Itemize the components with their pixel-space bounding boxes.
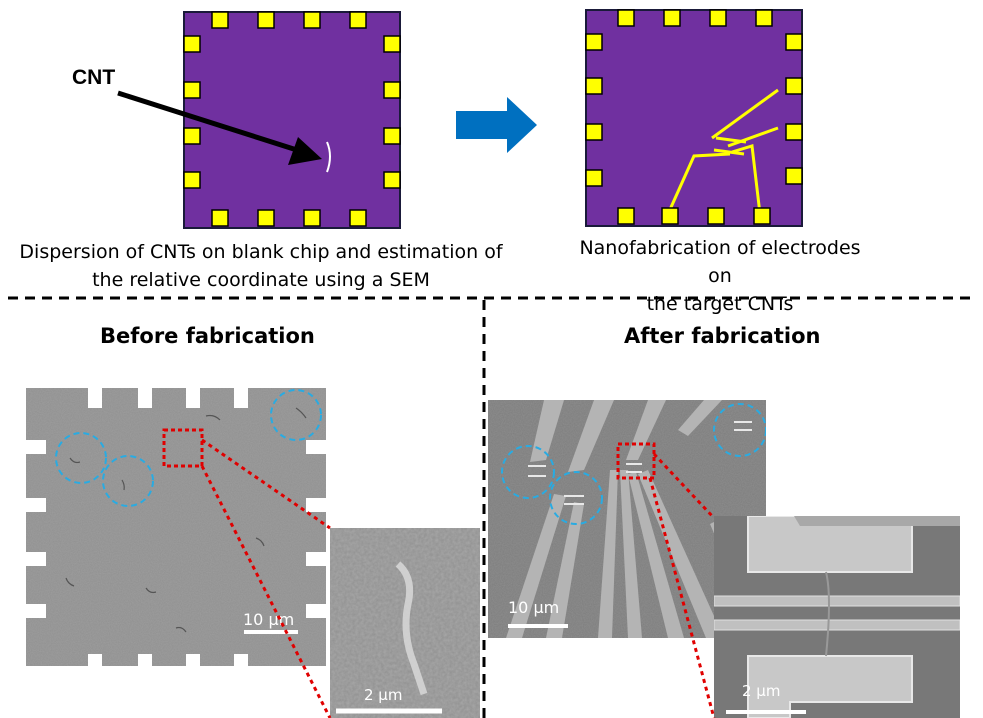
blank-chip-diagram: [183, 11, 401, 229]
after-scale-label: 10 μm: [508, 598, 560, 617]
before-title: Before fabrication: [100, 324, 315, 348]
left-caption-line1: Dispersion of CNTs on blank chip and est…: [19, 241, 503, 263]
before-sem-image: [26, 388, 326, 668]
lower-electrode: [747, 655, 913, 718]
before-zoom-image: [330, 528, 480, 718]
chip-body: [585, 9, 803, 227]
left-caption: Dispersion of CNTs on blank chip and est…: [0, 238, 522, 294]
contact-pads: [585, 9, 803, 225]
center-rail-top: [714, 595, 960, 607]
upper-electrode-feed: [794, 516, 960, 526]
highlight-circle: [713, 403, 766, 457]
highlight-circle: [270, 389, 322, 441]
highlight-circle: [501, 445, 555, 499]
cnt-specks: [65, 407, 307, 633]
after-zoom-scale-label: 2 μm: [742, 682, 781, 700]
fabricated-chip-diagram: [585, 9, 803, 227]
left-caption-line2: the relative coordinate using a SEM: [92, 269, 430, 291]
right-caption-line1: Nanofabrication of electrodes on: [579, 237, 861, 287]
highlight-circle: [102, 455, 154, 507]
electrode-gaps: [528, 421, 752, 505]
pad-notches: [26, 388, 326, 668]
highlight-circle: [55, 432, 107, 484]
before-zoom-scale-label: 2 μm: [364, 686, 403, 704]
process-arrow: [456, 97, 537, 153]
chip-body: [183, 11, 401, 229]
zoom-region-box: [616, 442, 656, 480]
zoom-region-box: [162, 428, 204, 468]
after-zoom-image: [714, 516, 960, 718]
contact-pads: [183, 11, 401, 227]
highlight-circle: [549, 471, 603, 525]
cnt-on-chip: [326, 141, 331, 173]
center-rail-bottom: [714, 619, 960, 631]
cnt-between-electrodes: [825, 571, 830, 657]
cnt-label: CNT: [72, 66, 116, 89]
electrode-wires: [666, 88, 779, 215]
cnt-pointer-arrow: [117, 90, 322, 165]
cnt-zoomed: [395, 561, 428, 696]
after-title: After fabrication: [624, 324, 821, 348]
